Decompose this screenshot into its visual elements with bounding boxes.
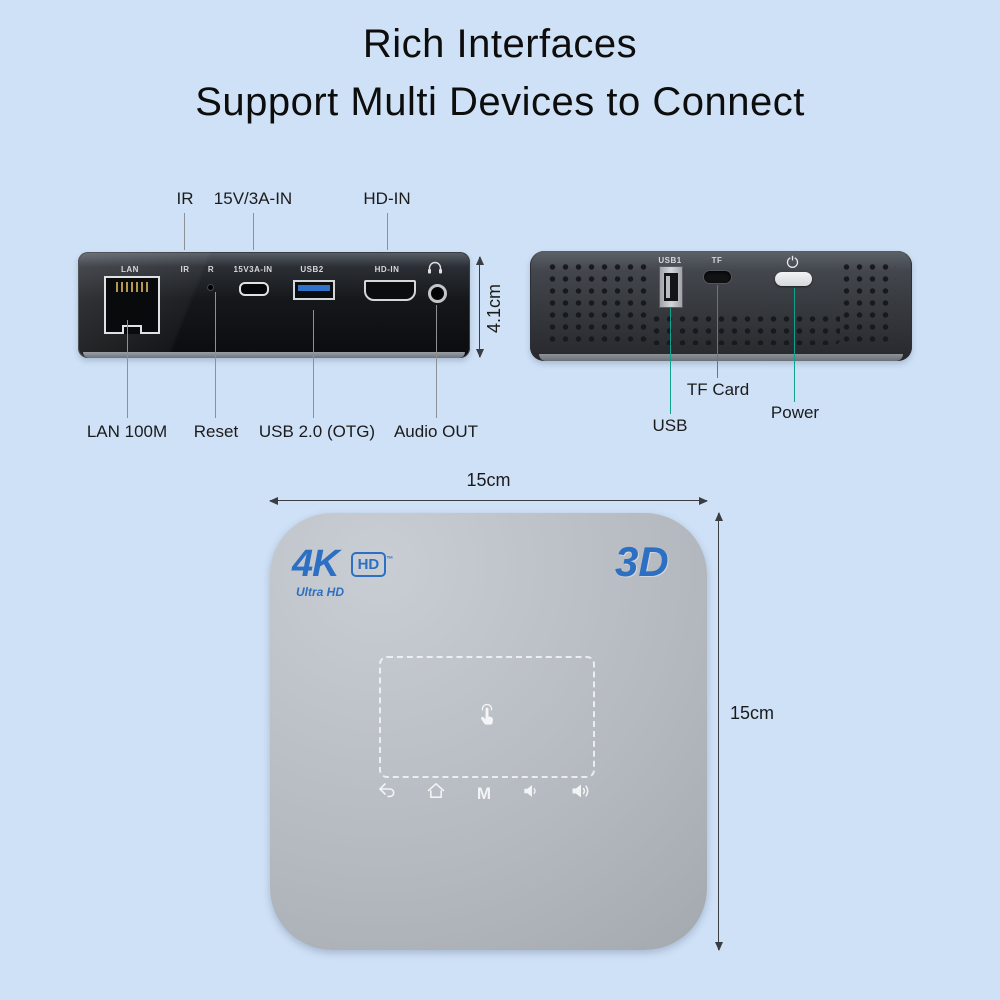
callout-ir: IR bbox=[176, 189, 194, 208]
leader-line-ir bbox=[184, 213, 185, 250]
device-base bbox=[539, 354, 903, 361]
callout-reset: Reset bbox=[193, 422, 239, 441]
hdmi-port bbox=[364, 280, 416, 301]
home-icon[interactable] bbox=[427, 782, 445, 804]
lan-port-pins bbox=[116, 282, 148, 292]
vent-grid-center bbox=[650, 313, 840, 345]
trademark-mark: ™ bbox=[386, 555, 394, 563]
menu-button[interactable]: M bbox=[476, 783, 492, 803]
vent-grid-right bbox=[840, 261, 896, 345]
width-dimension-line bbox=[270, 500, 707, 501]
page-title-line2: Support Multi Devices to Connect bbox=[195, 80, 805, 124]
page-title-line1: Rich Interfaces bbox=[362, 22, 638, 66]
usb2-blue-tab bbox=[298, 285, 330, 291]
audio-jack-port bbox=[428, 284, 447, 303]
height-dimension-back: 4.1cm bbox=[484, 283, 504, 333]
leader-line-reset bbox=[215, 292, 216, 418]
leader-line-power bbox=[794, 288, 795, 402]
power-button bbox=[775, 272, 812, 286]
leader-line-tf bbox=[717, 285, 718, 378]
device-side-panel: USB1 TF bbox=[530, 251, 912, 361]
callout-tf-card: TF Card bbox=[686, 380, 750, 399]
reset-pinhole bbox=[208, 285, 213, 290]
callout-usb2-otg: USB 2.0 (OTG) bbox=[258, 422, 376, 441]
leader-line-lan bbox=[127, 320, 128, 418]
tap-icon bbox=[476, 702, 498, 733]
width-dimension-top: 15cm bbox=[466, 470, 511, 490]
logo-ultra-hd-text: Ultra HD bbox=[296, 585, 345, 599]
side-dimension-line bbox=[718, 513, 719, 950]
callout-usb: USB bbox=[652, 416, 688, 435]
logo-3d: 3D bbox=[615, 538, 669, 585]
lan-port-notch bbox=[122, 325, 142, 334]
port-label-tf: TF bbox=[711, 256, 723, 265]
leader-line-usb1 bbox=[670, 308, 671, 414]
headphone-icon bbox=[427, 261, 443, 279]
port-label-hd-in: HD-IN bbox=[374, 265, 400, 274]
tf-card-slot bbox=[704, 271, 731, 283]
callout-audio-out: Audio OUT bbox=[393, 422, 479, 441]
volume-down-icon[interactable] bbox=[523, 783, 540, 804]
touch-controls-row: M bbox=[378, 781, 590, 805]
callout-lan-100m: LAN 100M bbox=[86, 422, 168, 441]
power-icon bbox=[786, 255, 799, 273]
logo-4k-ultra-hd: 4K Ultra HD HD ™ bbox=[292, 543, 393, 599]
port-label-dc-in: 15V3A-IN bbox=[233, 265, 273, 274]
vent-grid-left bbox=[546, 261, 650, 345]
usb1-port bbox=[659, 266, 683, 308]
callout-hd-in: HD-IN bbox=[363, 189, 411, 208]
callout-power: Power bbox=[770, 403, 820, 422]
port-label-ir: IR bbox=[180, 265, 190, 274]
leader-line-usb2 bbox=[313, 310, 314, 418]
dc-in-port bbox=[239, 282, 269, 296]
leader-line-audio bbox=[436, 305, 437, 418]
leader-line-hd-in bbox=[387, 213, 388, 250]
port-label-lan: LAN bbox=[121, 265, 139, 274]
usb2-port bbox=[293, 280, 335, 300]
height-dimension-top: 15cm bbox=[730, 703, 775, 723]
port-label-usb2: USB2 bbox=[300, 265, 324, 274]
touchpad-area[interactable] bbox=[379, 656, 595, 778]
device-top-view: 4K Ultra HD HD ™ 3D M bbox=[270, 513, 707, 950]
device-back-panel: LAN IR R 15V3A-IN USB2 HD-IN bbox=[78, 252, 470, 358]
logo-hd-badge: HD ™ bbox=[350, 551, 393, 577]
usb1-slot bbox=[664, 273, 678, 301]
back-arrow-icon[interactable] bbox=[378, 783, 396, 803]
port-label-reset: R bbox=[207, 265, 215, 274]
lan-port bbox=[104, 276, 160, 334]
port-label-usb1: USB1 bbox=[658, 256, 682, 265]
device-base bbox=[83, 352, 465, 358]
volume-up-icon[interactable] bbox=[571, 783, 590, 804]
logo-hd-badge-text: HD bbox=[357, 555, 380, 573]
logo-4k-text: 4K bbox=[292, 543, 340, 585]
callout-dc-in: 15V/3A-IN bbox=[213, 189, 293, 208]
leader-line-dc-in bbox=[253, 213, 254, 250]
height-dimension-line bbox=[479, 257, 480, 357]
